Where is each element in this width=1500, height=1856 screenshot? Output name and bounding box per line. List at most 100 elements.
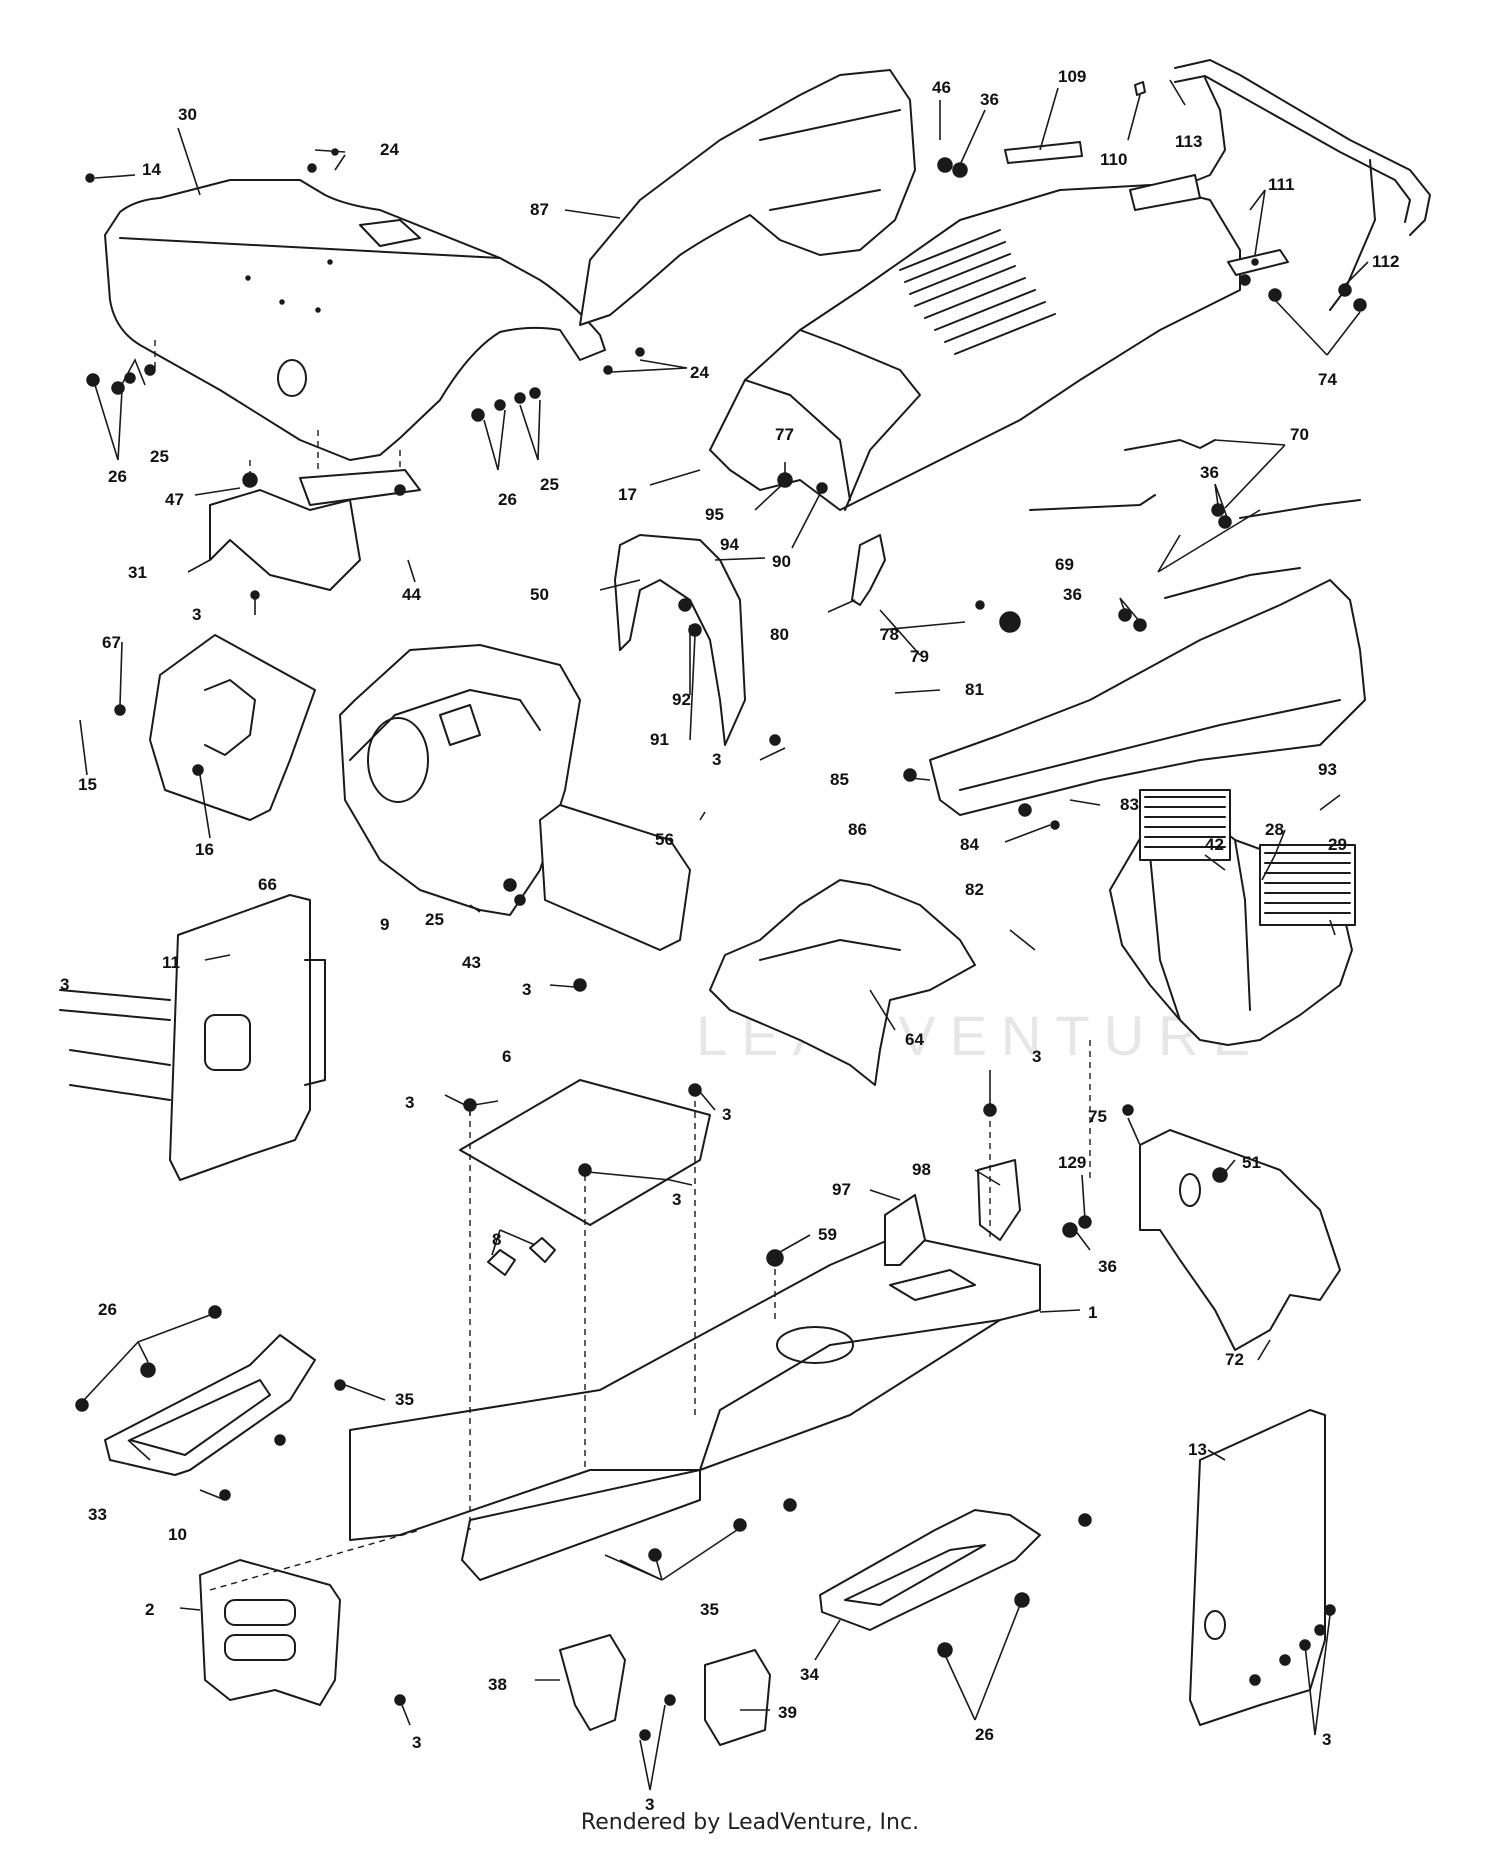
callout-129: 129 bbox=[1058, 1153, 1086, 1172]
callout-36d: 36 bbox=[1098, 1257, 1117, 1276]
callout-24b: 24 bbox=[690, 363, 709, 382]
part-left-footrest bbox=[104, 1334, 316, 1476]
callout-17: 17 bbox=[618, 485, 637, 504]
part-side-panel bbox=[929, 579, 1366, 816]
callout-39: 39 bbox=[778, 1703, 797, 1722]
callout-26d: 26 bbox=[975, 1725, 994, 1744]
callout-72: 72 bbox=[1225, 1350, 1244, 1369]
callout-69: 69 bbox=[1055, 555, 1074, 574]
callout-33: 33 bbox=[88, 1505, 107, 1524]
part-bracket-39 bbox=[704, 1649, 771, 1746]
part-seat-plate bbox=[299, 469, 421, 506]
callout-25: 25 bbox=[150, 447, 169, 466]
callout-2: 2 bbox=[145, 1600, 154, 1619]
callout-35b: 35 bbox=[700, 1600, 719, 1619]
callout-36b: 36 bbox=[1200, 463, 1219, 482]
part-hood-rods bbox=[1029, 439, 1361, 599]
part-side-cover bbox=[539, 804, 691, 951]
callout-3j: 3 bbox=[645, 1795, 654, 1814]
part-seat-bracket bbox=[209, 489, 361, 591]
callout-56: 56 bbox=[655, 830, 674, 849]
leader-lines bbox=[79, 79, 1369, 1791]
callout-1: 1 bbox=[1088, 1303, 1097, 1322]
callout-36c: 36 bbox=[1063, 585, 1082, 604]
callout-25b: 25 bbox=[540, 475, 559, 494]
part-bracket-38 bbox=[559, 1634, 626, 1731]
callout-83: 83 bbox=[1120, 795, 1139, 814]
callout-92: 92 bbox=[672, 690, 691, 709]
callout-3f: 3 bbox=[722, 1105, 731, 1124]
callout-26b: 26 bbox=[498, 490, 517, 509]
part-rear-fender bbox=[104, 179, 606, 490]
callout-8: 8 bbox=[492, 1230, 501, 1249]
callout-24: 24 bbox=[380, 140, 399, 159]
callout-111: 111 bbox=[1268, 175, 1295, 194]
callout-43: 43 bbox=[462, 953, 481, 972]
callout-95: 95 bbox=[705, 505, 724, 524]
hardware-fasteners bbox=[75, 148, 1367, 1741]
part-bumper-bracket bbox=[1227, 249, 1289, 276]
callout-35: 35 bbox=[395, 1390, 414, 1409]
callout-87: 87 bbox=[530, 200, 549, 219]
callout-3a: 3 bbox=[192, 605, 201, 624]
footer-credit: Rendered by LeadVenture, Inc. bbox=[580, 1810, 920, 1835]
callout-46: 46 bbox=[932, 78, 951, 97]
callout-51: 51 bbox=[1242, 1153, 1261, 1172]
part-bracket-98 bbox=[977, 1159, 1021, 1241]
callout-50: 50 bbox=[530, 585, 549, 604]
callout-26c: 26 bbox=[98, 1300, 117, 1319]
part-rear-plate bbox=[199, 1559, 341, 1706]
callout-3g: 3 bbox=[672, 1190, 681, 1209]
callout-75: 75 bbox=[1088, 1107, 1107, 1126]
callout-81: 81 bbox=[965, 680, 984, 699]
part-support-bracket bbox=[709, 879, 976, 1086]
callout-11: 11 bbox=[162, 953, 180, 972]
part-clips bbox=[487, 1237, 556, 1276]
callout-82: 82 bbox=[965, 880, 984, 899]
callout-112: 112 bbox=[1372, 252, 1399, 271]
callout-34: 34 bbox=[800, 1665, 819, 1684]
callout-38: 38 bbox=[488, 1675, 507, 1694]
callout-90: 90 bbox=[772, 552, 791, 571]
callout-3i: 3 bbox=[412, 1733, 421, 1752]
callout-94: 94 bbox=[720, 535, 739, 554]
callout-66: 66 bbox=[258, 875, 277, 894]
callout-28: 28 bbox=[1265, 820, 1284, 839]
callout-3c: 3 bbox=[60, 975, 69, 994]
callout-3h: 3 bbox=[1032, 1047, 1041, 1066]
callout-47: 47 bbox=[165, 490, 184, 509]
part-front-bracket bbox=[1139, 1129, 1341, 1351]
callout-13: 13 bbox=[1188, 1440, 1207, 1459]
part-front-bumper bbox=[1129, 59, 1431, 311]
part-dash-panel bbox=[579, 69, 916, 326]
callout-113: 113 bbox=[1175, 132, 1202, 151]
callout-9: 9 bbox=[380, 915, 389, 934]
part-dash-bracket bbox=[614, 534, 746, 746]
part-grill-assembly bbox=[1109, 789, 1356, 1046]
callout-79: 79 bbox=[910, 647, 929, 666]
callout-85: 85 bbox=[830, 770, 849, 789]
callout-6: 6 bbox=[502, 1047, 511, 1066]
part-decal-strip bbox=[1004, 81, 1146, 164]
callout-29: 29 bbox=[1328, 835, 1347, 854]
callout-30: 30 bbox=[178, 105, 197, 124]
part-left-side-plate bbox=[59, 894, 326, 1181]
callout-10: 10 bbox=[168, 1525, 187, 1544]
callout-86: 86 bbox=[848, 820, 867, 839]
callout-3b: 3 bbox=[712, 750, 721, 769]
part-bracket-97 bbox=[884, 1194, 926, 1266]
callout-3d: 3 bbox=[522, 980, 531, 999]
callout-98: 98 bbox=[912, 1160, 931, 1179]
callout-67: 67 bbox=[102, 633, 121, 652]
callout-109: 109 bbox=[1058, 67, 1086, 86]
part-mount-plate bbox=[459, 1079, 711, 1226]
callout-31: 31 bbox=[128, 563, 147, 582]
callout-77: 77 bbox=[775, 425, 794, 444]
part-right-footrest bbox=[819, 1509, 1041, 1631]
callout-70: 70 bbox=[1290, 425, 1309, 444]
callout-16: 16 bbox=[195, 840, 214, 859]
callout-59: 59 bbox=[818, 1225, 837, 1244]
callout-91: 91 bbox=[650, 730, 669, 749]
part-hood-latch bbox=[851, 534, 886, 606]
callout-80: 80 bbox=[770, 625, 789, 644]
